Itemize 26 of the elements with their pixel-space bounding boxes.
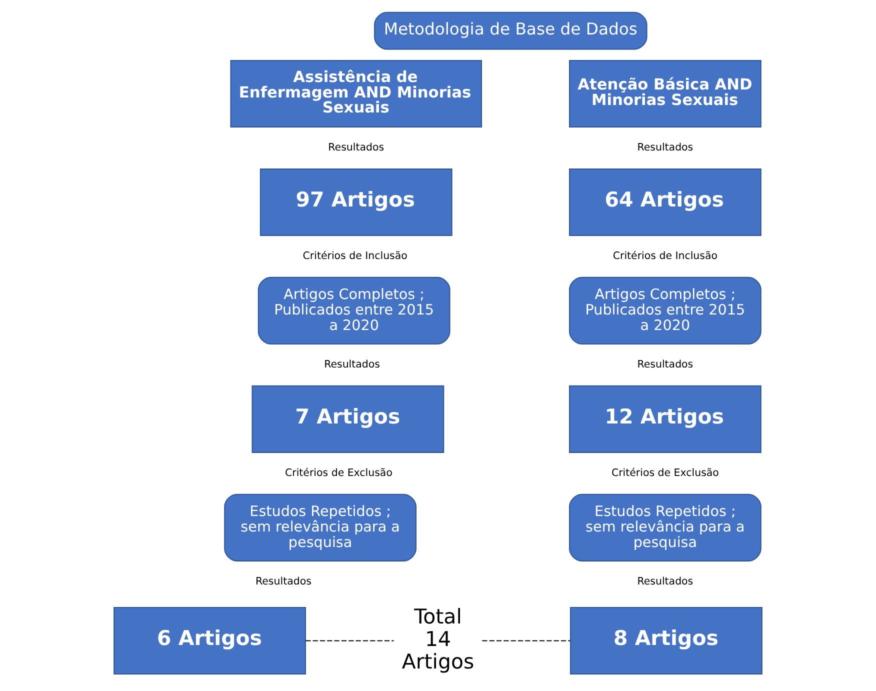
- label: Critérios de Inclusão: [302, 251, 408, 262]
- label: Resultados: [637, 142, 694, 154]
- node-box: 12 Artigos: [569, 385, 762, 453]
- label: Resultados: [256, 576, 312, 588]
- node-box: Estudos Repetidos ; sem relevância para a pesquisa: [569, 494, 762, 562]
- node-box: Estudos Repetidos ; sem relevância para a pesquisa: [224, 494, 416, 562]
- node-box: 6 Artigos: [114, 606, 306, 675]
- label: Resultados: [324, 360, 380, 371]
- node-box: 8 Artigos: [570, 606, 762, 675]
- node-box: Metodologia de Base de Dados: [374, 12, 648, 50]
- label: Critérios de Inclusão: [612, 251, 718, 262]
- node-box: Artigos Completos ; Publicados entre 2015 a 2020: [258, 276, 450, 344]
- node-box: 97 Artigos: [260, 168, 452, 236]
- node-text: Total 14 Artigos: [402, 604, 474, 674]
- label: Resultados: [637, 576, 694, 588]
- node-box: 64 Artigos: [569, 168, 762, 236]
- node-box: Atenção Básica AND Minorias Sexuais: [569, 60, 762, 128]
- node-box: 7 Artigos: [252, 385, 444, 453]
- label: Resultados: [328, 142, 384, 154]
- label: Critérios de Exclusão: [611, 468, 719, 479]
- node-box: Assistência de Enfermagem AND Minorias Sexuais: [230, 60, 482, 128]
- connector: [306, 640, 394, 642]
- node-box: Artigos Completos ; Publicados entre 2015 a 2020: [569, 276, 762, 344]
- label: Critérios de Exclusão: [285, 468, 392, 479]
- label: Resultados: [637, 360, 694, 371]
- connector: [482, 640, 570, 642]
